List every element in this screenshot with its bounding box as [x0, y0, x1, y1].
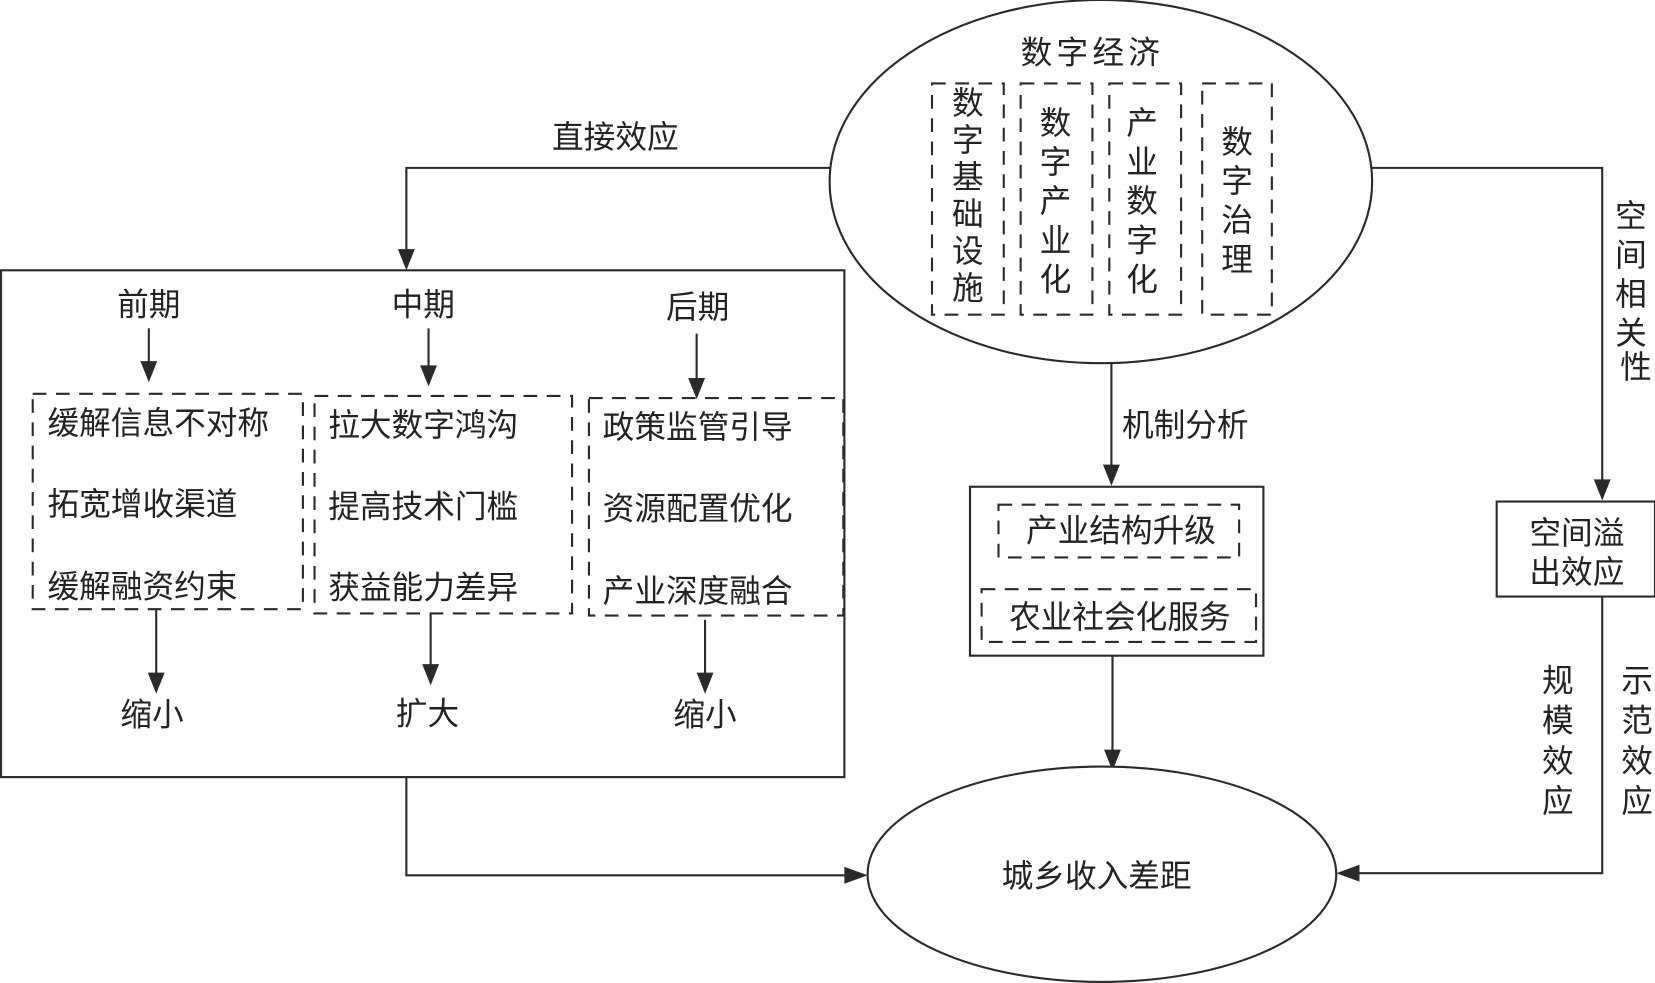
edge-spatial-correlation: 空 间 相 关 性: [1370, 166, 1655, 501]
mechanism-agri-services: 农业社会化服务: [1009, 600, 1231, 636]
vertical-char: 模: [1542, 704, 1574, 740]
mechanism-box-1: [997, 503, 1241, 559]
vertical-char: 设: [952, 234, 984, 270]
digital-economy-title: 数字经济: [1021, 35, 1165, 71]
edge-mechanism-analysis: 机制分析: [1102, 363, 1249, 486]
vertical-char: 规: [1542, 664, 1574, 700]
stage-outcome: 缩小: [120, 697, 183, 733]
label-direct-effect: 直接效应: [552, 120, 679, 156]
stage-factor: 缓解融资约束: [47, 570, 237, 606]
vertical-char: 数: [1126, 184, 1158, 220]
stage-factor: 资源配置优化: [603, 491, 793, 527]
edge-mechanism-to-target: [1104, 655, 1121, 771]
vertical-char: 效: [1542, 744, 1574, 780]
target-label: 城乡收入差距: [1002, 859, 1192, 895]
vertical-char: 效: [1621, 744, 1653, 780]
stage-outcome: 缩小: [673, 697, 736, 733]
vertical-char: 字: [1126, 223, 1158, 259]
vertical-char: 字: [1040, 145, 1072, 181]
vertical-char: 化: [1040, 262, 1072, 298]
vertical-char: 字: [1221, 164, 1253, 200]
stage-middle: 中期 拉大数字鸿沟 提高技术门槛 获益能力差异 扩大: [313, 288, 574, 732]
stage-late: 后期 政策监管引导 资源配置优化 产业深度融合 缩小: [587, 290, 845, 733]
vertical-char: 数: [1221, 125, 1253, 161]
vertical-char: 产: [1126, 106, 1158, 142]
vertical-char: 范: [1621, 704, 1653, 740]
stage-factor: 获益能力差异: [328, 571, 518, 607]
node-stages: 前期 缓解信息不对称 拓宽增收渠道 缓解融资约束 缩小 中期 拉大数字鸿沟 提高…: [0, 269, 846, 779]
stage-label: 前期: [117, 288, 180, 324]
stage-factor: 拓宽增收渠道: [47, 487, 237, 523]
vertical-char: 理: [1221, 242, 1253, 278]
vertical-char: 示: [1621, 664, 1653, 700]
stage-factor: 缓解信息不对称: [47, 406, 269, 442]
vertical-char: 施: [952, 271, 984, 307]
stage-factors-box: [31, 392, 304, 611]
vertical-char: 业: [1040, 223, 1072, 259]
stage-factors-box: [587, 397, 845, 617]
label-mechanism-analysis: 机制分析: [1122, 408, 1249, 444]
vertical-char: 础: [952, 197, 984, 233]
label-spatial-char: 相: [1615, 277, 1647, 313]
vertical-char: 治: [1221, 203, 1253, 239]
stage-label: 后期: [666, 290, 729, 326]
vertical-char: 数: [952, 86, 984, 122]
spillover-line-2: 出效应: [1529, 555, 1624, 591]
stage-factors-box: [313, 394, 574, 615]
component-box-2: [1019, 82, 1094, 316]
label-spatial-char: 空: [1615, 199, 1647, 235]
vertical-char: 产: [1040, 184, 1072, 220]
node-urban-rural-income-gap: 城乡收入差距: [866, 765, 1338, 983]
stage-outcome: 扩大: [396, 696, 459, 732]
component-box-4: [1201, 82, 1273, 316]
stage-factor: 拉大数字鸿沟: [328, 408, 518, 444]
vertical-char: 基: [952, 160, 984, 196]
vertical-char: 应: [1542, 784, 1574, 820]
vertical-char: 业: [1126, 145, 1158, 181]
mechanism-box-2: [980, 588, 1258, 644]
node-mechanisms: 产业结构升级 农业社会化服务: [968, 485, 1265, 657]
mechanism-industrial-upgrade: 产业结构升级: [1026, 514, 1216, 550]
node-spatial-spillover: 空间溢 出效应: [1495, 500, 1655, 598]
label-spatial-char: 性: [1620, 350, 1652, 386]
vertical-char: 应: [1621, 784, 1653, 820]
component-box-3: [1108, 82, 1183, 316]
spillover-line-1: 空间溢: [1529, 516, 1624, 552]
stage-factor: 政策监管引导: [603, 410, 793, 446]
stage-early: 前期 缓解信息不对称 拓宽增收渠道 缓解融资约束 缩小: [31, 288, 304, 733]
edge-stages-to-target: [405, 777, 868, 884]
label-spatial-char: 关: [1615, 316, 1647, 352]
stage-factor: 提高技术门槛: [328, 489, 518, 525]
vertical-char: 数: [1040, 106, 1072, 142]
label-spatial-char: 间: [1615, 238, 1647, 274]
edge-direct-effect: 直接效应: [397, 120, 831, 271]
stage-label: 中期: [392, 288, 455, 324]
stage-factor: 产业深度融合: [603, 574, 793, 610]
vertical-char: 字: [952, 123, 984, 159]
label-spatial-correlation: 空 间 相 关 性: [1615, 199, 1655, 386]
component-box-1: [930, 82, 1005, 316]
vertical-char: 化: [1126, 262, 1158, 298]
